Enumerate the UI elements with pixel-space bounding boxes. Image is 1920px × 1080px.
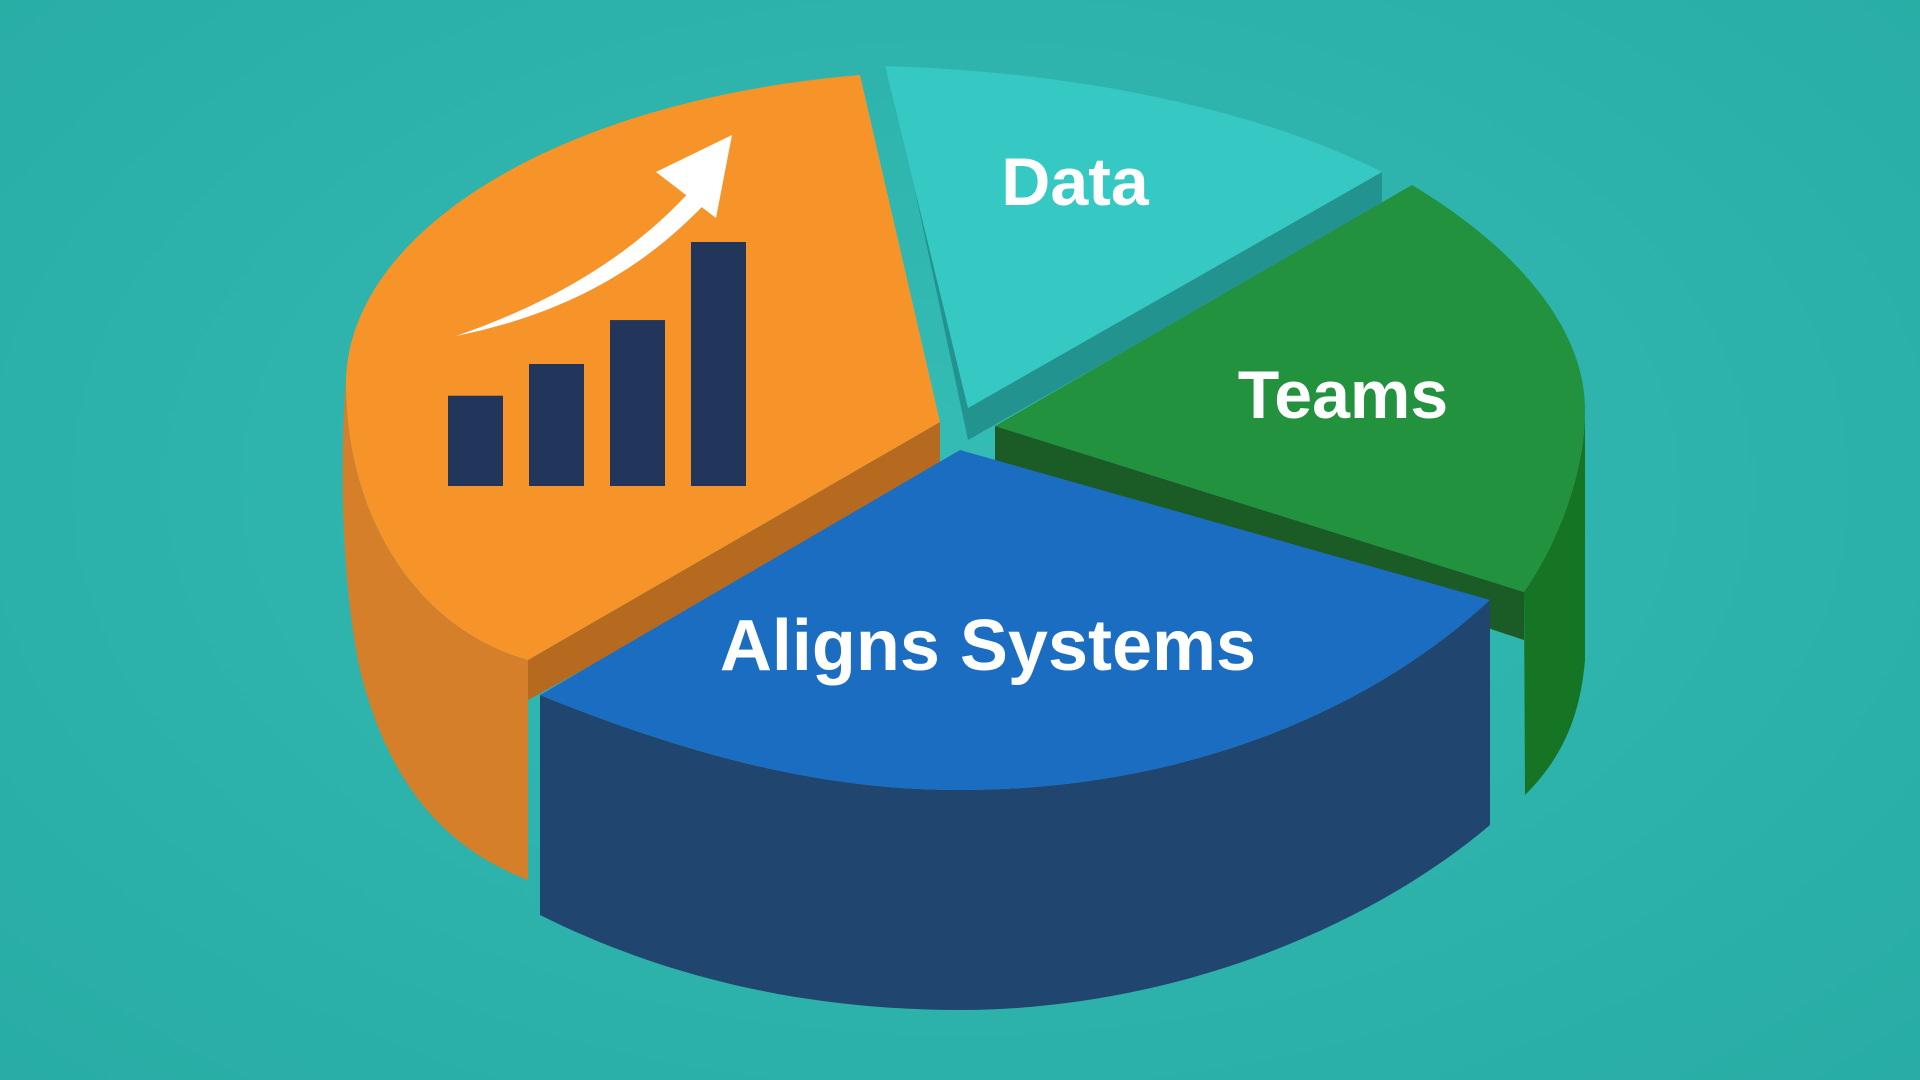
- teams-slice: Teams: [995, 185, 1585, 795]
- teams-slice-label: Teams: [1238, 357, 1448, 433]
- aligns-systems-slice: Aligns Systems: [540, 450, 1490, 1010]
- data-slice-label: Data: [1001, 144, 1150, 220]
- icon-bar: [610, 320, 665, 486]
- teams-slice-side: [1524, 410, 1585, 795]
- growth-slice-cut-face: [528, 422, 940, 700]
- aligns-systems-slice-top: [540, 450, 1490, 790]
- icon-bar: [529, 364, 584, 486]
- icon-bar: [691, 242, 746, 486]
- icon-bar: [448, 395, 503, 486]
- rising-arrow-head: [656, 135, 732, 218]
- icon-bars: [448, 242, 746, 486]
- data-slice-top: [885, 66, 1382, 408]
- data-slice: Data: [885, 66, 1382, 440]
- teams-slice-top: [995, 185, 1585, 592]
- aligns-systems-slice-side: [540, 600, 1490, 1010]
- data-slice-edge: [968, 172, 1382, 440]
- bar-chart-with-rising-arrow-icon: [448, 135, 746, 486]
- growth-slice-side: [342, 380, 528, 880]
- aligns-systems-slice-label: Aligns Systems: [720, 606, 1256, 686]
